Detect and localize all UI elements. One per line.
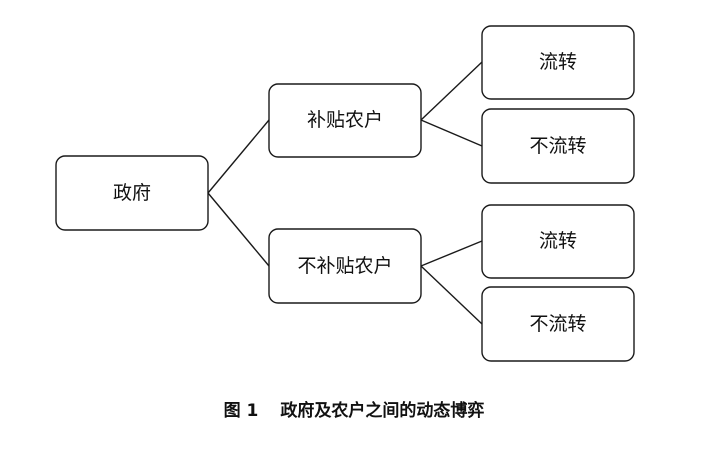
edge-root-to-no-subsidy	[207, 192, 270, 267]
node-no-subsidy-transfer-label: 流转	[539, 230, 577, 252]
node-subsidize-farmers-label: 补贴农户	[307, 109, 383, 131]
node-no-subsidy-no-transfer-label: 不流转	[529, 313, 586, 335]
node-no-subsidy-no-transfer: 不流转	[481, 286, 635, 362]
node-subsidy-no-transfer: 不流转	[481, 108, 635, 184]
figure-caption-text: 政府及农户之间的动态博弈	[280, 401, 485, 421]
edge-subsidy-to-transfer	[420, 61, 483, 121]
edge-root-to-subsidy	[207, 119, 270, 194]
node-no-subsidy-farmers-label: 不补贴农户	[297, 255, 392, 277]
figure-caption: 图 1 政府及农户之间的动态博弈	[0, 396, 708, 421]
edge-no-subsidy-to-no-transfer	[420, 265, 483, 325]
node-no-subsidy-transfer: 流转	[481, 204, 635, 279]
figure-number: 图 1	[223, 401, 259, 421]
node-subsidy-transfer: 流转	[481, 25, 635, 100]
node-subsidize-farmers: 补贴农户	[268, 83, 422, 158]
node-subsidy-transfer-label: 流转	[539, 51, 577, 73]
node-subsidy-no-transfer-label: 不流转	[529, 135, 586, 157]
edge-subsidy-to-no-transfer	[420, 119, 483, 147]
node-no-subsidy-farmers: 不补贴农户	[268, 228, 422, 304]
edge-no-subsidy-to-transfer	[420, 240, 483, 267]
node-government: 政府	[55, 155, 209, 231]
node-government-label: 政府	[113, 182, 151, 204]
